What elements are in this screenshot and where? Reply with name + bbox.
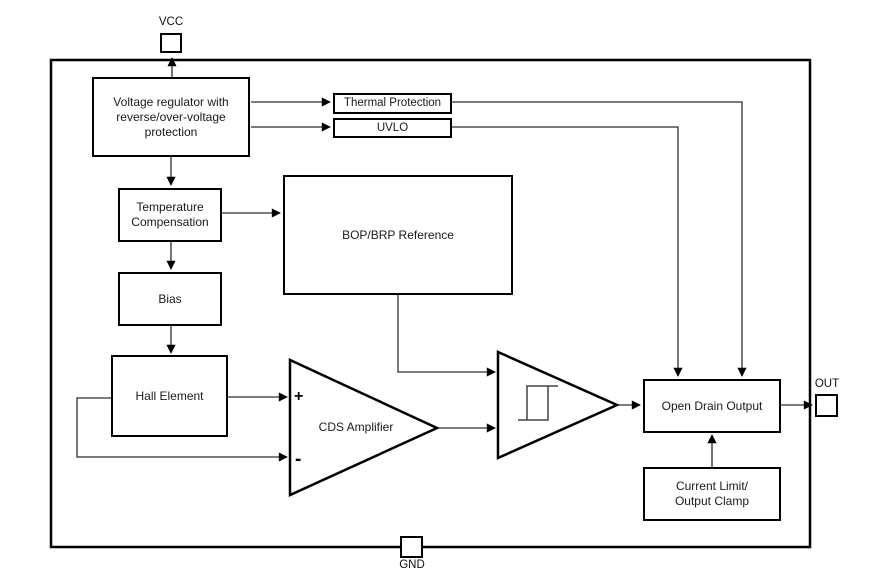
block-open-drain-output-label: Open Drain Output (661, 398, 763, 413)
out-pin (815, 394, 838, 417)
schmitt-trigger-triangle (496, 350, 621, 460)
block-uvlo: UVLO (333, 118, 452, 138)
block-voltage-regulator: Voltage regulator with reverse/over-volt… (92, 77, 250, 157)
block-current-limit-line2: Output Clamp (674, 494, 750, 508)
cds-amplifier-triangle (288, 358, 440, 497)
gnd-pin-label: GND (399, 559, 425, 571)
block-uvlo-label: UVLO (376, 121, 409, 134)
block-open-drain-output: Open Drain Output (643, 379, 781, 433)
wire-uvlo-to-opendrain (452, 126, 683, 377)
block-thermal-protection-label: Thermal Protection (343, 97, 442, 110)
block-temperature-compensation: Temperature Compensation (118, 188, 222, 242)
block-current-limit-line1: Current Limit/ (675, 479, 748, 493)
amp-plus-input-label: + (294, 388, 304, 405)
amp-minus-input-label: - (295, 449, 302, 470)
block-bias-label: Bias (158, 291, 182, 306)
block-hall-element-label: Hall Element (135, 388, 204, 403)
wire-hall-to-cds-minus (76, 397, 288, 462)
block-bop-brp-reference: BOP/BRP Reference (283, 175, 513, 295)
hysteresis-icon (518, 385, 558, 421)
block-bop-brp-reference-label: BOP/BRP Reference (342, 227, 454, 242)
chip-boundary (49, 58, 812, 549)
vcc-pin-label: VCC (158, 16, 184, 28)
gnd-pin (400, 536, 423, 558)
out-pin-label: OUT (814, 378, 840, 390)
block-temperature-compensation-label: Temperature Compensation (131, 200, 209, 229)
cds-amplifier-label: CDS Amplifier (318, 420, 394, 434)
wire-bop-to-schmitt (397, 295, 496, 377)
block-current-limit-label: Current Limit/ Output Clamp (675, 479, 749, 509)
block-bias: Bias (118, 272, 222, 326)
block-voltage-regulator-label: Voltage regulator with reverse/over-volt… (113, 94, 229, 139)
vcc-pin (160, 33, 182, 53)
block-current-limit-output-clamp: Current Limit/ Output Clamp (643, 467, 781, 521)
block-thermal-protection: Thermal Protection (333, 93, 452, 114)
wire-thermal-to-opendrain (452, 101, 747, 377)
block-hall-element: Hall Element (111, 355, 228, 437)
